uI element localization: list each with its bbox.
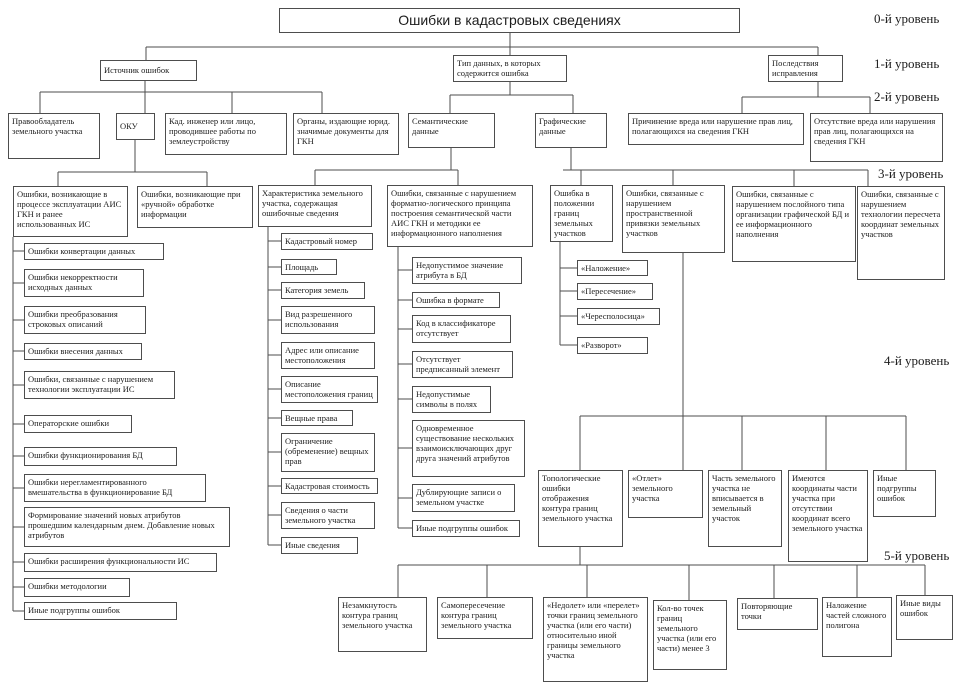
node-semantic-data: Семантические данные — [408, 113, 495, 148]
node-char-item-10: Иные сведения — [281, 537, 358, 554]
node-format-item-7: Иные подгруппы ошибок — [412, 520, 520, 537]
node-graphic-sub-2: Часть земельного участка не вписывается … — [708, 470, 782, 547]
node-graphic-sub-4: Иные подгруппы ошибок — [873, 470, 936, 517]
node-spatial-reference-errors: Ошибки, связанные с нарушением пространс… — [622, 185, 725, 253]
node-boundary-position-error: Ошибка в положении границ земельных учас… — [550, 185, 613, 242]
level-label-3: 3-й уровень — [878, 166, 944, 181]
node-format-item-6: Дублирующие записи о земельном участке — [412, 484, 515, 512]
node-ais-item-4: Ошибки, связанные с нарушением технологи… — [24, 371, 175, 399]
node-char-item-9: Сведения о части земельного участка — [281, 502, 375, 529]
node-ais-item-1: Ошибки некорректности исходных данных — [24, 269, 144, 297]
node-topology-sub-1: Самопересечение контура границ земельног… — [437, 597, 533, 639]
node-data-type: Тип данных, в которых содержится ошибка — [453, 55, 567, 82]
node-format-item-5: Одновременное существование нескольких в… — [412, 420, 525, 477]
node-graphic-data: Графические данные — [535, 113, 607, 148]
node-ais-item-0: Ошибки конвертации данных — [24, 243, 164, 260]
node-topology-sub-4: Повторяющие точки — [737, 598, 818, 630]
node-root-title: Ошибки в кадастровых сведениях — [279, 8, 740, 33]
node-format-item-4: Недопустимые символы в полях — [412, 386, 491, 413]
node-char-item-4: Адрес или описание местоположения — [281, 342, 375, 369]
node-ais-item-9: Ошибки расширения функциональности ИС — [24, 553, 217, 572]
node-graphic-sub-3: Имеются координаты части участка при отс… — [788, 470, 868, 562]
node-manual-errors: Ошибки, возникающие при «ручной» обработ… — [137, 186, 253, 228]
node-ais-item-3: Ошибки внесения данных — [24, 343, 142, 360]
node-format-item-0: Недопустимое значение атрибута в БД — [412, 257, 522, 284]
node-boundary-item-3: «Разворот» — [577, 337, 648, 354]
node-ais-item-5: Операторские ошибки — [24, 415, 132, 433]
node-char-item-7: Ограничение (обременение) вещных прав — [281, 433, 375, 472]
node-authorities: Органы, издающие юрид. значимые документ… — [293, 113, 399, 155]
node-topology-sub-6: Иные виды ошибок — [896, 595, 953, 640]
node-format-logic-errors: Ошибки, связанные с нарушением форматно-… — [387, 185, 533, 247]
node-topology-sub-0: Незамкнутость контура границ земельного … — [338, 597, 427, 652]
node-char-item-8: Кадастровая стоимость — [281, 478, 378, 494]
node-char-item-0: Кадастровый номер — [281, 233, 373, 250]
node-char-item-3: Вид разрешенного использования — [281, 306, 375, 334]
node-char-item-2: Категория земель — [281, 282, 365, 299]
node-char-item-5: Описание местоположения границ — [281, 376, 378, 403]
level-label-1: 1-й уровень — [874, 56, 940, 71]
node-ais-item-6: Ошибки функционирования БД — [24, 447, 177, 466]
node-format-item-1: Ошибка в формате — [412, 292, 500, 308]
node-ais-item-8: Формирование значений новых атрибутов пр… — [24, 507, 230, 547]
node-graphic-sub-1: «Отлет» земельного участка — [628, 470, 703, 518]
node-harm: Причинение вреда или нарушение прав лиц,… — [628, 113, 804, 145]
node-ais-errors: Ошибки, возникающие в процессе эксплуата… — [13, 186, 128, 237]
node-cad-engineer: Кад. инженер или лицо, проводившее работ… — [165, 113, 287, 155]
node-oku: ОКУ — [116, 113, 155, 140]
node-boundary-item-2: «Чересполосица» — [577, 308, 660, 325]
node-format-item-2: Код в классификаторе отсутствует — [412, 315, 511, 343]
level-label-0: 0-й уровень — [874, 11, 940, 26]
node-ais-item-10: Ошибки методологии — [24, 578, 130, 597]
level-label-4: 4-й уровень — [884, 353, 950, 368]
node-graphic-sub-0: Топологические ошибки отображения контур… — [538, 470, 623, 547]
node-format-item-3: Отсутствует предписанный элемент — [412, 351, 513, 378]
node-coord-recalc-errors: Ошибки, связанные с нарушением технологи… — [857, 186, 945, 280]
node-no-harm: Отсутствие вреда или нарушения прав лиц,… — [810, 113, 943, 162]
node-char-item-6: Вещные права — [281, 410, 353, 426]
node-topology-sub-3: Кол-во точек границ земельного участка (… — [653, 600, 727, 670]
node-consequences: Последствия исправления — [768, 55, 843, 82]
node-error-source: Источник ошибок — [100, 60, 197, 81]
node-boundary-item-0: «Наложение» — [577, 260, 648, 276]
node-ais-item-11: Иные подгруппы ошибок — [24, 602, 177, 620]
node-parcel-characteristic: Характеристика земельного участка, содер… — [258, 185, 372, 227]
level-label-5: 5-й уровень — [884, 548, 950, 563]
node-ais-item-7: Ошибки нерегламентированного вмешательст… — [24, 474, 206, 502]
node-ais-item-2: Ошибки преобразования строковых описаний — [24, 306, 146, 334]
node-topology-sub-2: «Недолет» или «перелет» точки границ зем… — [543, 597, 648, 682]
node-layered-org-errors: Ошибки, связанные с нарушением послойног… — [732, 186, 856, 262]
node-char-item-1: Площадь — [281, 259, 337, 275]
node-topology-sub-5: Наложение частей сложного полигона — [822, 597, 892, 657]
node-rights-holder: Правообладатель земельного участка — [8, 113, 100, 159]
node-boundary-item-1: «Пересечение» — [577, 283, 653, 300]
level-label-2: 2-й уровень — [874, 89, 940, 104]
